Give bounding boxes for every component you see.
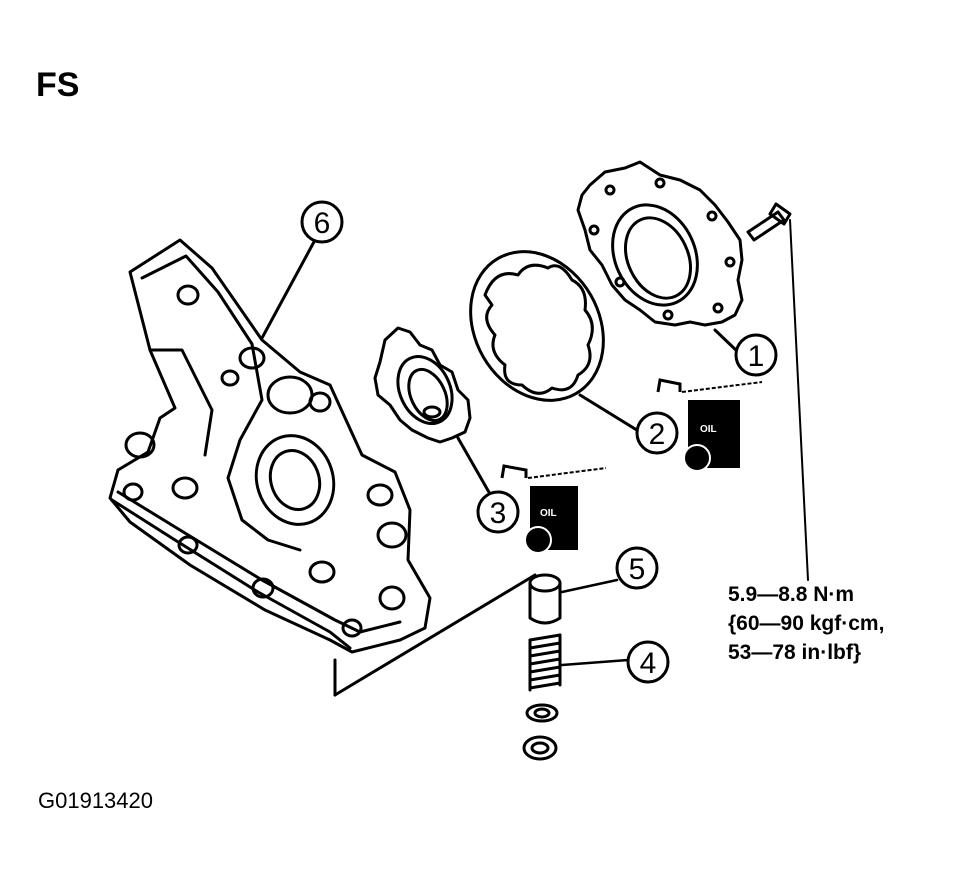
callout-number-3: 3 xyxy=(490,497,507,530)
callout-number-5: 5 xyxy=(629,553,646,586)
callout-circle-1 xyxy=(734,333,778,377)
leader-line-1 xyxy=(713,328,740,354)
callout-number-2: 2 xyxy=(649,418,666,451)
torque-spec-line-3: 53—78 in·lbf} xyxy=(728,641,862,664)
leader-line-5 xyxy=(560,578,619,594)
torque-spec: 5.9—8.8 N·m {60—90 kgf·cm, 53—78 in·lbf} xyxy=(728,580,884,667)
spring xyxy=(528,633,562,692)
callout-circle-4 xyxy=(626,640,670,684)
torque-spec-line-2: {60—90 kgf·cm, xyxy=(728,612,885,635)
outer-rotor xyxy=(469,250,605,402)
leader-line-bolt xyxy=(789,219,809,581)
callout-circle-2 xyxy=(635,411,679,455)
oil-label: OIL xyxy=(700,424,717,435)
oil-pump-body xyxy=(108,238,537,697)
callout-circle-5 xyxy=(615,546,659,590)
spring-seat xyxy=(525,703,559,723)
leader-line-2 xyxy=(578,393,642,434)
oil-can-icon: OIL xyxy=(500,464,607,554)
callout-number-6: 6 xyxy=(314,207,331,240)
torque-spec-line-1: 5.9—8.8 N·m xyxy=(728,583,855,606)
callout-number-1: 1 xyxy=(748,340,765,373)
oil-label: OIL xyxy=(540,508,557,519)
callout-circle-3 xyxy=(476,490,520,534)
leader-line-4 xyxy=(560,658,630,667)
callout-number-4: 4 xyxy=(640,647,657,680)
engine-code-heading: FS xyxy=(36,66,80,104)
inner-rotor xyxy=(373,326,472,444)
oil-can-icon: OIL xyxy=(656,378,763,472)
pump-cover xyxy=(576,160,792,327)
plunger xyxy=(528,573,562,625)
callout-circle-6 xyxy=(300,200,344,244)
snap-ring xyxy=(522,735,558,761)
figure-id: G01913420 xyxy=(38,788,153,813)
leader-line-6 xyxy=(260,238,317,340)
